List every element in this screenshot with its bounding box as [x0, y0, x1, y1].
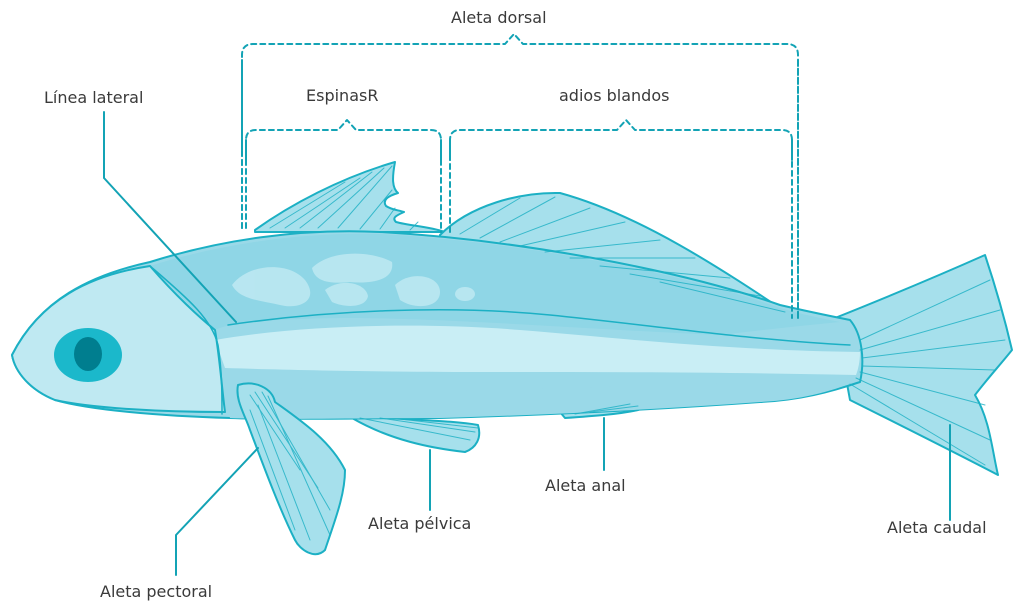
soft-rays-label: adios blandos	[559, 86, 669, 106]
caudal-fin-label: Aleta caudal	[887, 518, 987, 538]
lateral-line-label: Línea lateral	[44, 88, 143, 108]
pectoral-fin-label: Aleta pectoral	[100, 582, 212, 602]
dorsal-fin-spiny	[255, 162, 445, 232]
pectoral-fin-leader	[176, 448, 258, 575]
spines-label: EspinasR	[306, 86, 378, 106]
dorsal-fin-label: Aleta dorsal	[451, 8, 547, 28]
anal-fin-label: Aleta anal	[545, 476, 626, 496]
pelvic-fin-label: Aleta pélvica	[368, 514, 471, 534]
eye-inner	[74, 337, 102, 371]
